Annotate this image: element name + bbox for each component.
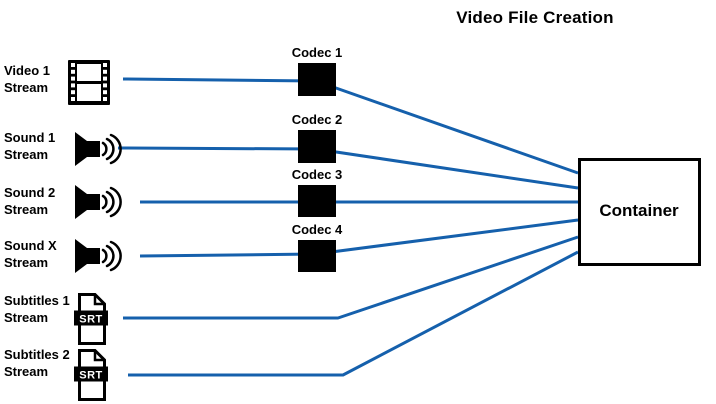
- codec-3-label: Codec 3: [291, 167, 343, 182]
- srt-badge-text: SRT: [79, 370, 103, 382]
- stream-label-line1: Video 1: [4, 63, 51, 78]
- stream-label-subtitles2: Subtitles 2 Stream: [4, 346, 70, 380]
- codec-1-box: [298, 63, 336, 96]
- stream-label-line1: Sound 2: [4, 185, 56, 200]
- srt-file-icon: SRT: [74, 349, 108, 401]
- stream-label-video1: Video 1 Stream: [4, 62, 50, 96]
- codec-2-label: Codec 2: [291, 112, 343, 127]
- codec-4-box: [298, 240, 336, 272]
- stream-label-line2: Stream: [4, 80, 49, 95]
- stream-label-line1: Subtitles 1: [4, 293, 70, 308]
- connector-subtitles2-to-container: [128, 250, 579, 377]
- speaker-icon: [75, 185, 122, 219]
- codec-4-label: Codec 4: [291, 222, 343, 237]
- diagram-title: Video File Creation: [456, 8, 614, 27]
- stream-label-line2: Stream: [4, 310, 49, 325]
- stream-label-line2: Stream: [4, 147, 49, 162]
- connector-subtitles1-to-container: [123, 235, 579, 320]
- film-strip-icon: [68, 60, 110, 105]
- stream-label-line2: Stream: [4, 255, 49, 270]
- stream-label-sound1: Sound 1 Stream: [4, 129, 55, 163]
- stream-label-line2: Stream: [4, 202, 49, 217]
- speaker-icon: [75, 132, 122, 166]
- codec-1-label: Codec 1: [291, 45, 343, 60]
- stream-label-line1: Sound 1: [4, 130, 56, 145]
- connector-soundx-to-container: [139, 218, 579, 258]
- codec-3-box: [298, 185, 336, 217]
- codec-2-box: [298, 130, 336, 163]
- srt-file-icon: SRT: [74, 293, 108, 345]
- stream-label-subtitles1: Subtitles 1 Stream: [4, 292, 70, 326]
- stream-label-line2: Stream: [4, 364, 49, 379]
- container-box: [578, 158, 701, 266]
- speaker-icon: [75, 239, 122, 273]
- srt-badge-text: SRT: [79, 314, 103, 326]
- container-label: Container: [599, 201, 679, 220]
- stream-label-line1: Sound X: [4, 238, 57, 253]
- stream-label-sound2: Sound 2 Stream: [4, 184, 55, 218]
- stream-label-soundx: Sound X Stream: [4, 237, 57, 271]
- stream-label-line1: Subtitles 2: [4, 347, 70, 362]
